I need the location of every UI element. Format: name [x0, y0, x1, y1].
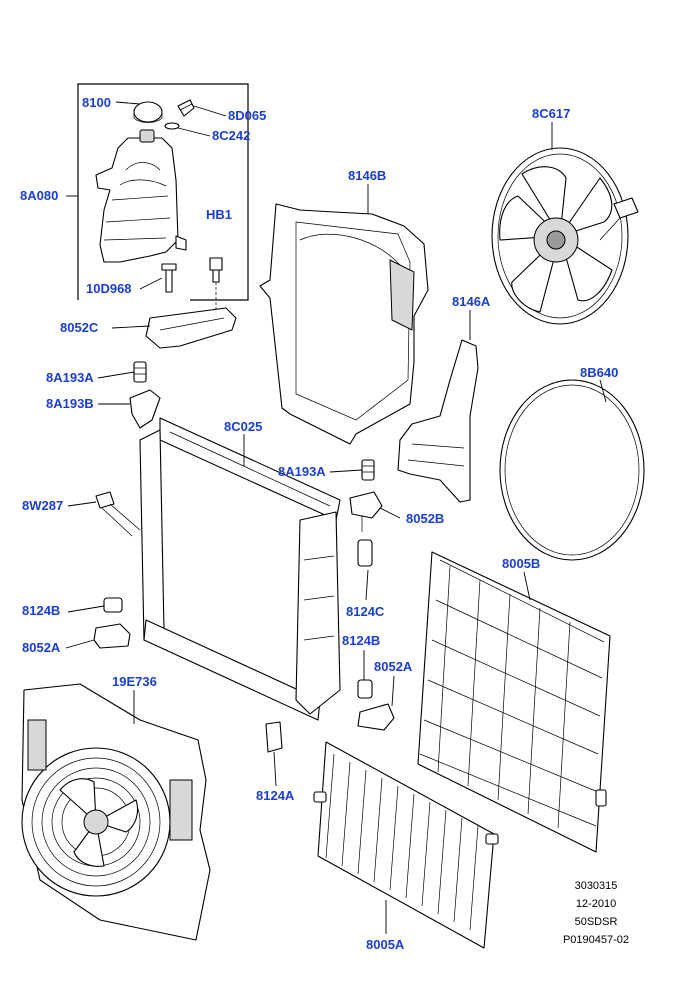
fan-shroud — [259, 203, 429, 445]
shroud-seal — [499, 379, 645, 561]
label-8146a: 8146A — [452, 294, 491, 309]
clip-8124a — [265, 721, 283, 753]
bracket-8052b — [349, 491, 383, 532]
bracket-8052a-right — [357, 703, 395, 731]
label-8w287: 8W287 — [22, 498, 64, 513]
bushing-right — [357, 679, 373, 699]
label-19e736: 19E736 — [112, 674, 157, 689]
clip-8w287 — [95, 491, 141, 537]
label-8a193a-right: 8A193A — [278, 464, 326, 479]
radiator — [313, 741, 499, 949]
label-8052a-left: 8052A — [22, 640, 61, 655]
model-code: 50SDSR — [574, 916, 618, 928]
label-8124c: 8124C — [346, 604, 385, 619]
electric-fan-8c617 — [491, 147, 639, 325]
bleed-screw — [177, 99, 195, 117]
leader-lines — [65, 101, 607, 934]
label-8a193a-upper: 8A193A — [46, 370, 94, 385]
o-ring — [164, 122, 180, 130]
expansion-tank — [95, 129, 187, 263]
label-8b640: 8B640 — [580, 365, 619, 380]
rubber-mount-right — [361, 459, 375, 481]
condenser — [417, 551, 611, 853]
tank-bolt — [161, 263, 177, 293]
mount-bracket-8a193b — [129, 389, 161, 429]
label-8124b-left: 8124B — [22, 603, 61, 618]
label-8005a: 8005A — [366, 937, 405, 952]
label-8124a: 8124A — [256, 788, 295, 803]
bracket-8052c — [145, 307, 237, 349]
doc-date: 12-2010 — [575, 898, 617, 910]
label-8005b: 8005B — [502, 556, 541, 571]
label-8124b-right: 8124B — [342, 633, 381, 648]
bracket-8052a-left — [93, 623, 131, 649]
label-8100: 8100 — [82, 95, 111, 110]
rubber-mount-upper — [133, 361, 147, 383]
radiator-frame — [139, 417, 341, 721]
label-10d968: 10D968 — [86, 281, 132, 296]
sleeve-8124c — [357, 539, 373, 567]
label-8a193b: 8A193B — [46, 396, 94, 411]
label-8146b: 8146B — [348, 168, 387, 183]
label-8052a-right: 8052A — [374, 659, 413, 674]
hb1-bolt — [209, 257, 223, 312]
label-8d065: 8D065 — [228, 108, 267, 123]
doc-number: 3030315 — [574, 880, 618, 892]
label-hb1: HB1 — [206, 207, 233, 222]
bushing-left — [103, 597, 123, 613]
label-8052b: 8052B — [406, 511, 445, 526]
label-8c025: 8C025 — [224, 419, 263, 434]
shroud-side-panel — [397, 339, 479, 503]
fan-assembly-19e736 — [21, 683, 211, 941]
label-8c617: 8C617 — [532, 106, 571, 121]
label-8c242: 8C242 — [212, 128, 251, 143]
label-8052c: 8052C — [60, 320, 99, 335]
label-8a080: 8A080 — [20, 188, 59, 203]
filler-cap — [133, 101, 163, 123]
expansion-tank-group-frame — [77, 83, 249, 301]
illustration-number: P0190457-02 — [562, 934, 630, 946]
